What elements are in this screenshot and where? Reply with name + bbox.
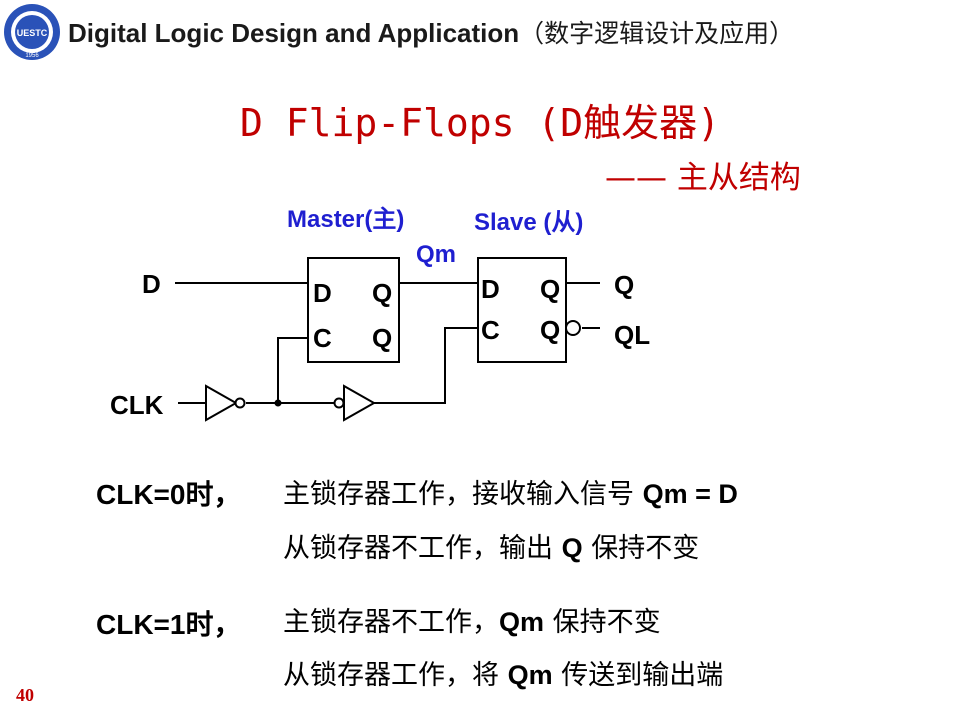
slave-pin-d: D xyxy=(481,274,500,304)
header-title-cn: （数字逻辑设计及应用） xyxy=(519,19,795,48)
slave-clock-wire xyxy=(374,327,478,404)
university-logo: UESTC 1956 xyxy=(4,4,60,60)
master-latch-box xyxy=(307,257,400,363)
clk1-line1-suffix: 保持不变 xyxy=(544,607,661,638)
clk0-line1-text: 主锁存器工作，接收输入信号 xyxy=(283,479,643,510)
q-output-label: Q xyxy=(614,270,634,300)
header-title: Digital Logic Design and Application（数字逻… xyxy=(68,14,794,50)
slave-pin-q: Q xyxy=(540,274,560,304)
master-clock-wire xyxy=(277,337,308,403)
clk-input-label: CLK xyxy=(110,390,164,420)
clk0-line2-sym: Q xyxy=(561,533,583,563)
inverter-1-bubble xyxy=(234,397,246,409)
clk-inverter-1 xyxy=(205,384,239,422)
clk1-line2-suffix: 传送到输出端 xyxy=(552,660,724,691)
page-number: 40 xyxy=(16,685,34,705)
master-pin-qbar: Q xyxy=(372,323,392,353)
slide-title: D Flip-Flops (D触发器) xyxy=(239,101,721,145)
master-pin-q: Q xyxy=(372,278,392,308)
clk0-line2: 从锁存器不工作，输出 Q 保持不变 xyxy=(283,526,699,565)
clk1-label: CLK=1时， xyxy=(96,603,241,643)
clk1-line1-prefix: 主锁存器不工作， xyxy=(283,607,499,638)
slave-latch-box xyxy=(477,257,567,363)
slide-subtitle: —— 主从结构 xyxy=(605,160,801,196)
clk0-label-text: CLK=0时， xyxy=(96,479,242,510)
clk-junction-dot xyxy=(274,399,282,407)
clk1-line2-prefix: 从锁存器工作，将 xyxy=(283,660,508,691)
clk-inverter-2 xyxy=(343,384,377,422)
master-label: Master(主) xyxy=(287,206,404,233)
clk1-line1-sym: Qm xyxy=(499,607,545,637)
master-pin-d: D xyxy=(313,278,332,308)
clk0-line2-prefix: 从锁存器不工作，输出 xyxy=(283,533,562,564)
d-input-label: D xyxy=(142,269,161,299)
clk0-line1: 主锁存器工作，接收输入信号 Qm = D xyxy=(283,472,738,511)
clk1-line1: 主锁存器不工作，Qm 保持不变 xyxy=(283,600,661,639)
clk1-line2: 从锁存器工作，将 Qm 传送到输出端 xyxy=(283,653,723,692)
clk0-line1-formula: Qm = D xyxy=(642,479,738,509)
clk0-line2-suffix: 保持不变 xyxy=(582,533,700,564)
master-slave-circuit: Master(主) Slave (从) Qm D CLK Q QL D Q C … xyxy=(110,206,650,422)
clk1-line2-sym: Qm xyxy=(507,660,553,690)
master-pin-c: C xyxy=(313,323,332,353)
ql-output-label: QL xyxy=(614,320,650,350)
clk0-label: CLK=0时， xyxy=(96,473,241,513)
header-title-en: Digital Logic Design and Application xyxy=(68,18,520,48)
logo-year: 1956 xyxy=(25,53,39,59)
slave-pin-c: C xyxy=(481,315,500,345)
qm-label: Qm xyxy=(416,241,456,268)
slave-label: Slave (从) xyxy=(474,209,583,236)
inverter-2-bubble xyxy=(333,397,345,409)
slave-pin-qbar: Q xyxy=(540,315,560,345)
clk1-label-text: CLK=1时， xyxy=(96,609,242,640)
logo-text: UESTC xyxy=(17,28,48,38)
ql-output-bubble xyxy=(565,320,581,336)
